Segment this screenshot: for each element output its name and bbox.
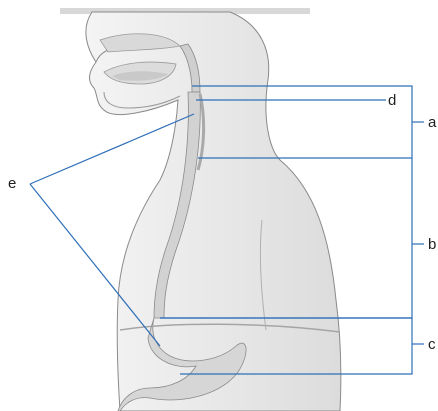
label-d: d	[388, 92, 396, 109]
label-a: a	[428, 114, 437, 131]
label-b: b	[428, 236, 436, 253]
label-c: c	[428, 336, 436, 353]
label-e: e	[8, 175, 16, 192]
